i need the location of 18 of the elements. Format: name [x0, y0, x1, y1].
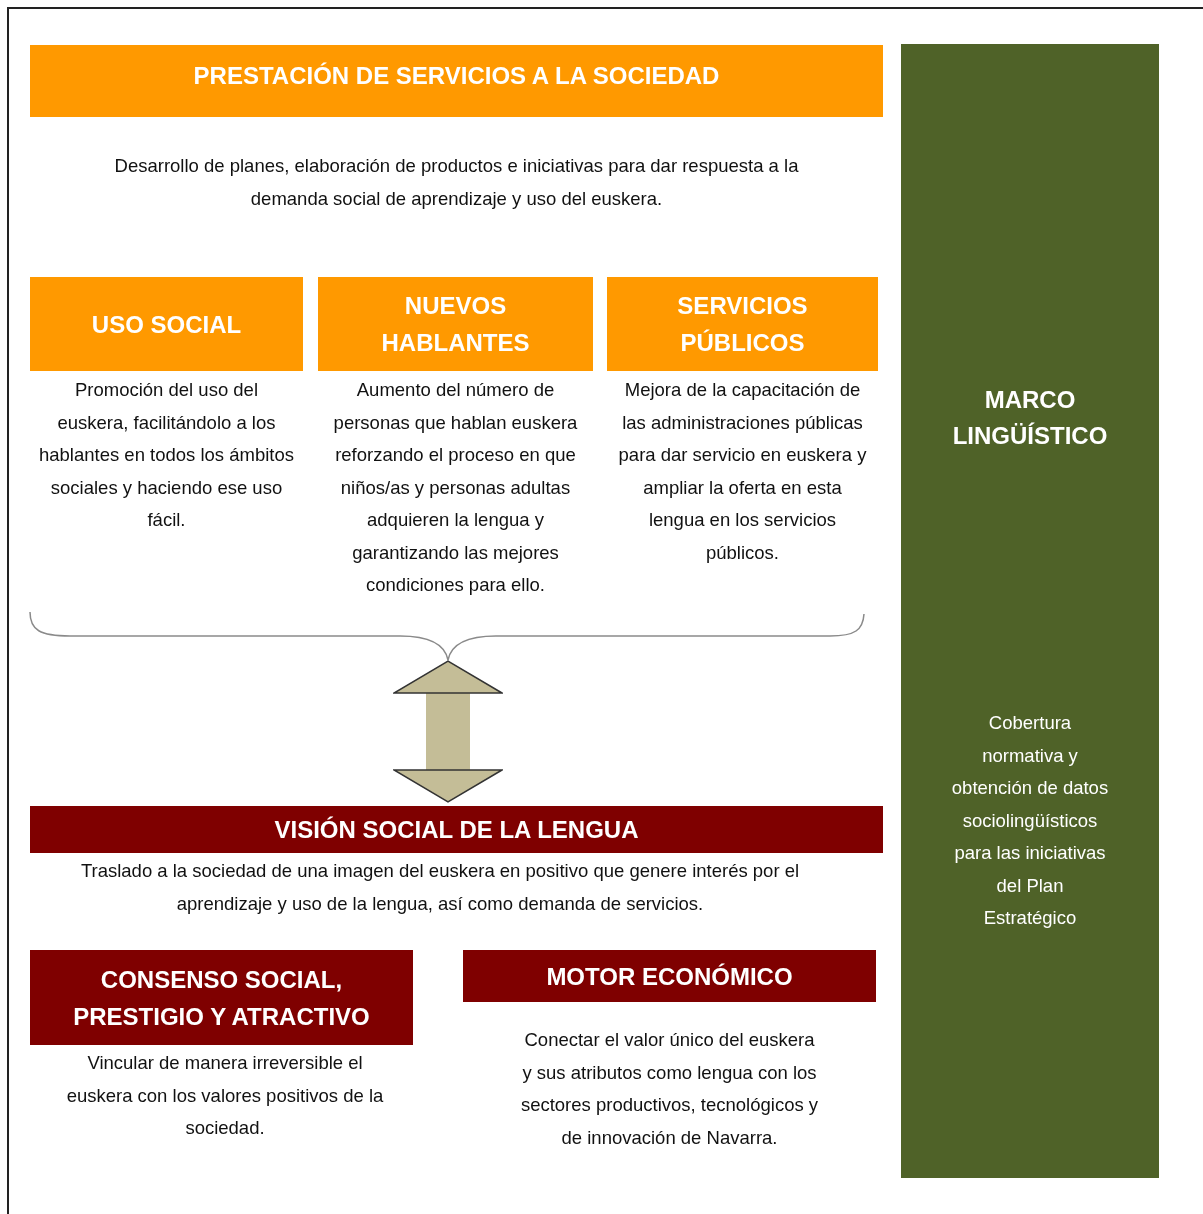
section-heading: USO SOCIAL: [30, 277, 303, 371]
section-heading: PRESTACIÓN DE SERVICIOS A LA SOCIEDAD: [30, 45, 883, 117]
description-text: Conectar el valor único del euskera y sus atributos como lengua con los sectores productivos, tecnológicos y de innovación de Navarra.: [519, 1028, 820, 1150]
section-heading: NUEVOS HABLANTES: [318, 277, 593, 371]
description-text: Promoción del uso del euskera, facilitándolo a los hablantes en todos los ámbitos sociales y haciendo ese uso fácil.: [38, 378, 295, 532]
description-text: Mejora de la capacitación de las administraciones públicas para dar servicio en euskera y ampliar la oferta en esta lengua en los servicios públicos.: [617, 378, 868, 565]
section-heading: SERVICIOS PÚBLICOS: [607, 277, 878, 371]
description-text: Vincular de manera irreversible el euskera con los valores positivos de la sociedad.: [65, 1051, 385, 1140]
section-heading: VISIÓN SOCIAL DE LA LENGUA: [30, 806, 883, 853]
description-text: Desarrollo de planes, elaboración de productos e iniciativas para dar respuesta a la demanda social de aprendizaje y uso del euskera.: [113, 154, 800, 211]
panel-text: Cobertura normativa y obtención de datos sociolingüísticos para las iniciativas del Plan Estratégico: [951, 711, 1109, 930]
section-heading: MOTOR ECONÓMICO: [463, 950, 876, 1002]
description-text: Aumento del número de personas que hablan euskera reforzando el proceso en que niños/as y personas adultas adquieren la lengua y garantizando las mejores condiciones para ello.: [332, 378, 579, 597]
panel-heading: MARCO LINGÜÍSTICO: [951, 385, 1109, 451]
description-text: Traslado a la sociedad de una imagen del euskera en positivo que genere interés por el aprendizaje y uso de la lengua, así como demanda de servicios.: [79, 859, 801, 916]
side-panel: [901, 44, 1159, 1178]
section-heading: CONSENSO SOCIAL, PRESTIGIO Y ATRACTIVO: [30, 950, 413, 1045]
double-arrow: [393, 660, 503, 803]
